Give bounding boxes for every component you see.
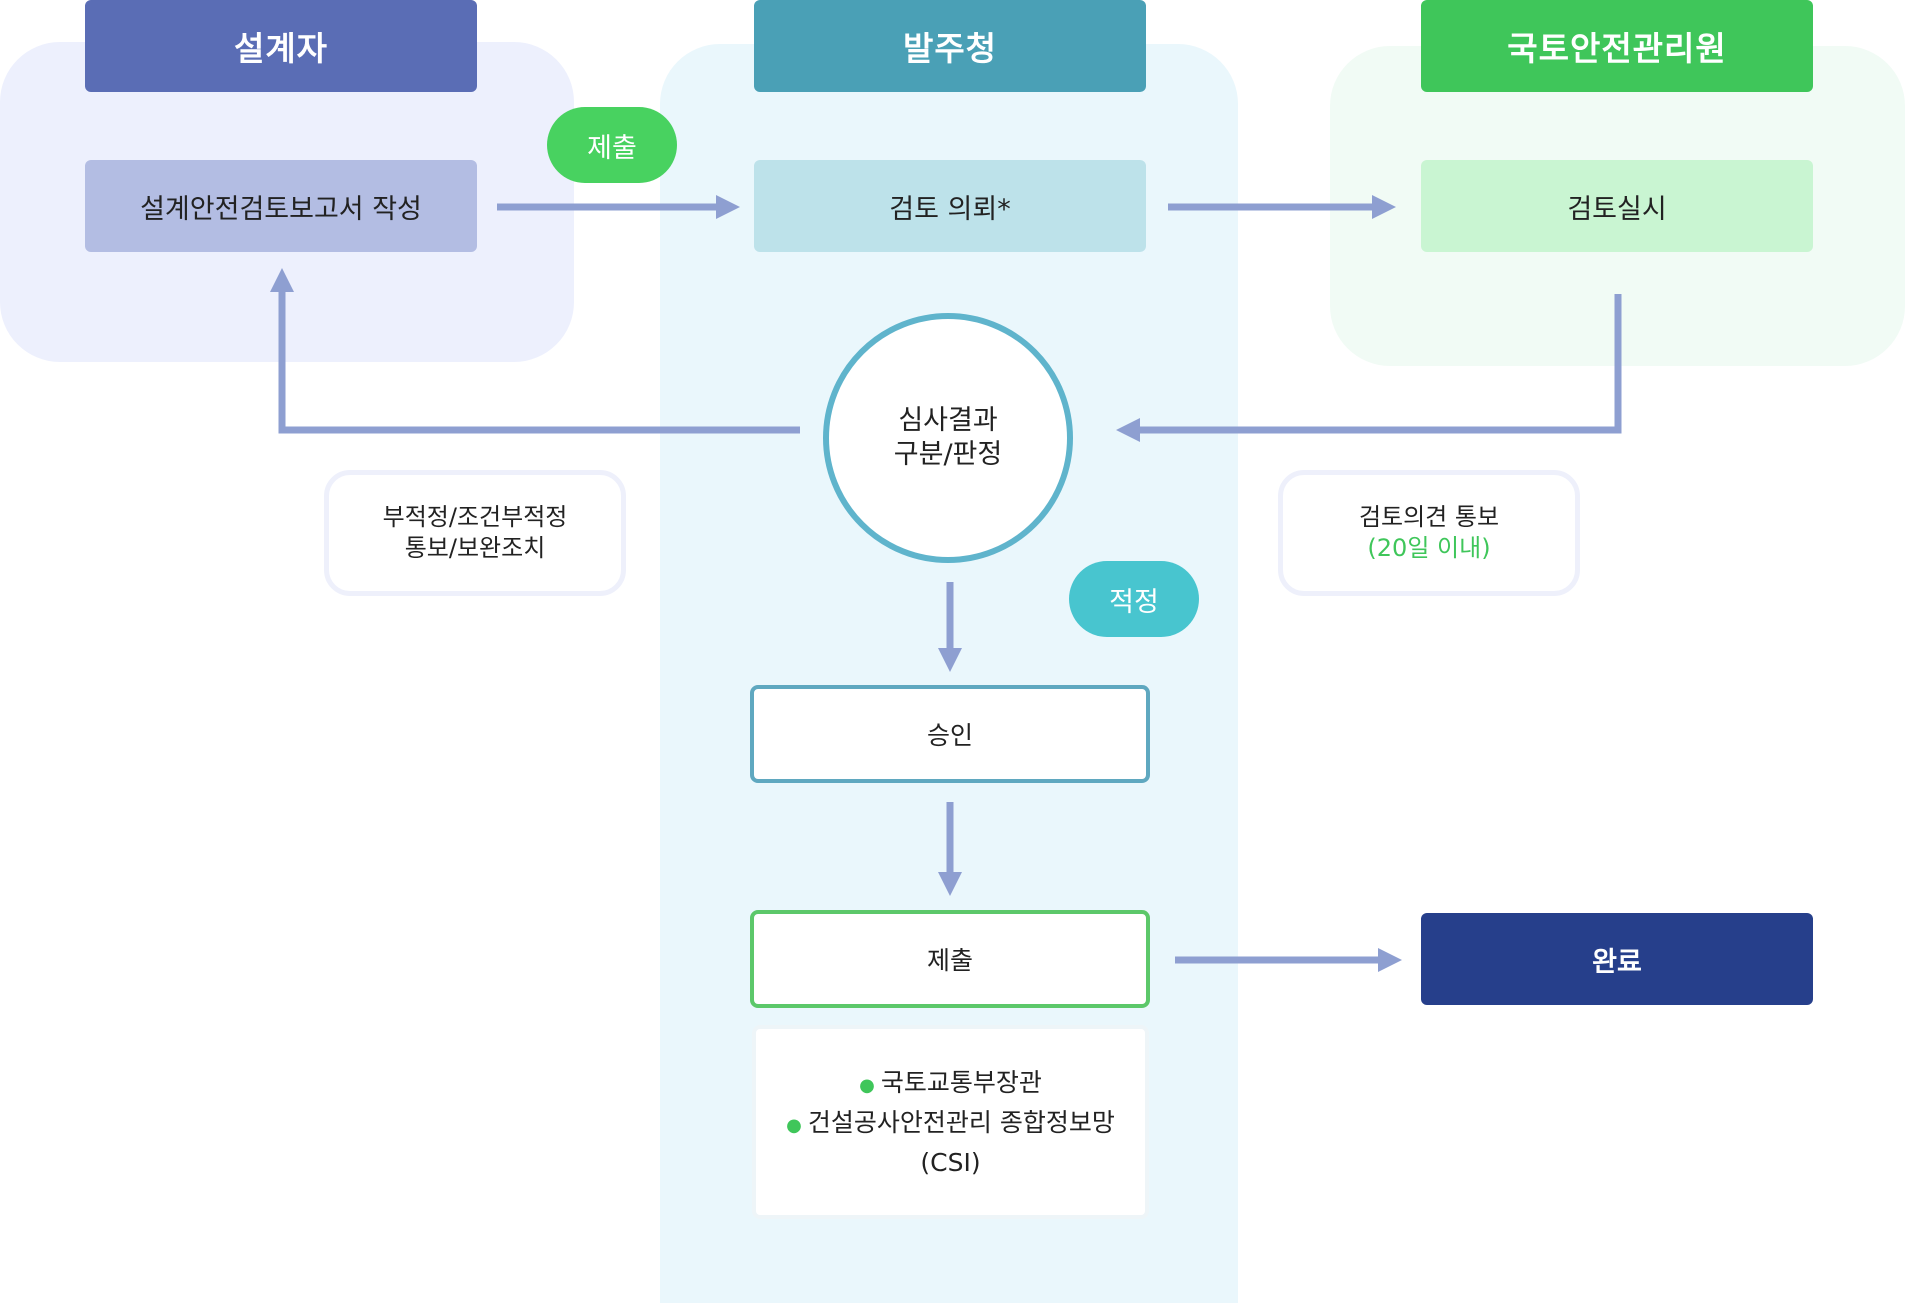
judgement-line1: 심사결과 [898,405,998,436]
arrow-judgement-to-report [278,285,800,434]
target-item-2: ●건설공사안전관리 종합정보망 [786,1107,1115,1137]
step-submit: 제출 [750,910,1150,1008]
submit-badge: 제출 [547,107,677,183]
note-improper: 부적정/조건부적정 통보/보완조치 [324,470,626,596]
note-left-line1: 부적정/조건부적정 [382,503,568,531]
note-right-line1: 검토의견 통보 [1358,503,1500,531]
step-approve: 승인 [750,685,1150,783]
agency-header: 국토안전관리원 [1421,0,1813,92]
judgement-line2: 구분/판정 [893,439,1003,470]
proper-badge: 적정 [1069,561,1199,637]
arrowhead-submit-to-done [1378,948,1402,972]
arrowhead-report-to-request [716,195,740,219]
bullet-icon: ● [786,1114,802,1136]
owner-header: 발주청 [754,0,1146,92]
target-item-1: ●국토교통부장관 [859,1067,1042,1097]
bullet-icon: ● [859,1074,875,1096]
note-left-line2: 통보/보완조치 [404,534,546,562]
step-request: 검토 의뢰* [754,160,1146,252]
arrowhead-request-to-review [1372,195,1396,219]
note-review-opinion: 검토의견 통보 (20일 이내) [1278,470,1580,596]
note-right-line2: (20일 이내) [1367,534,1491,562]
arrowhead-review-to-judgement [1116,418,1140,442]
designer-header: 설계자 [85,0,477,92]
arrowhead-judgement-to-approve [938,648,962,672]
step-done: 완료 [1421,913,1813,1005]
arrowhead-judgement-to-report [270,268,294,292]
step-report: 설계안전검토보고서 작성 [85,160,477,252]
target-item-2-cont: (CSI) [920,1147,981,1177]
step-review: 검토실시 [1421,160,1813,252]
arrowhead-approve-to-submit [938,872,962,896]
submit-targets: ●국토교통부장관 ●건설공사안전관리 종합정보망 (CSI) [752,1025,1149,1219]
arrow-review-to-judgement [1140,294,1622,434]
judgement-circle: 심사결과 구분/판정 [823,313,1073,563]
